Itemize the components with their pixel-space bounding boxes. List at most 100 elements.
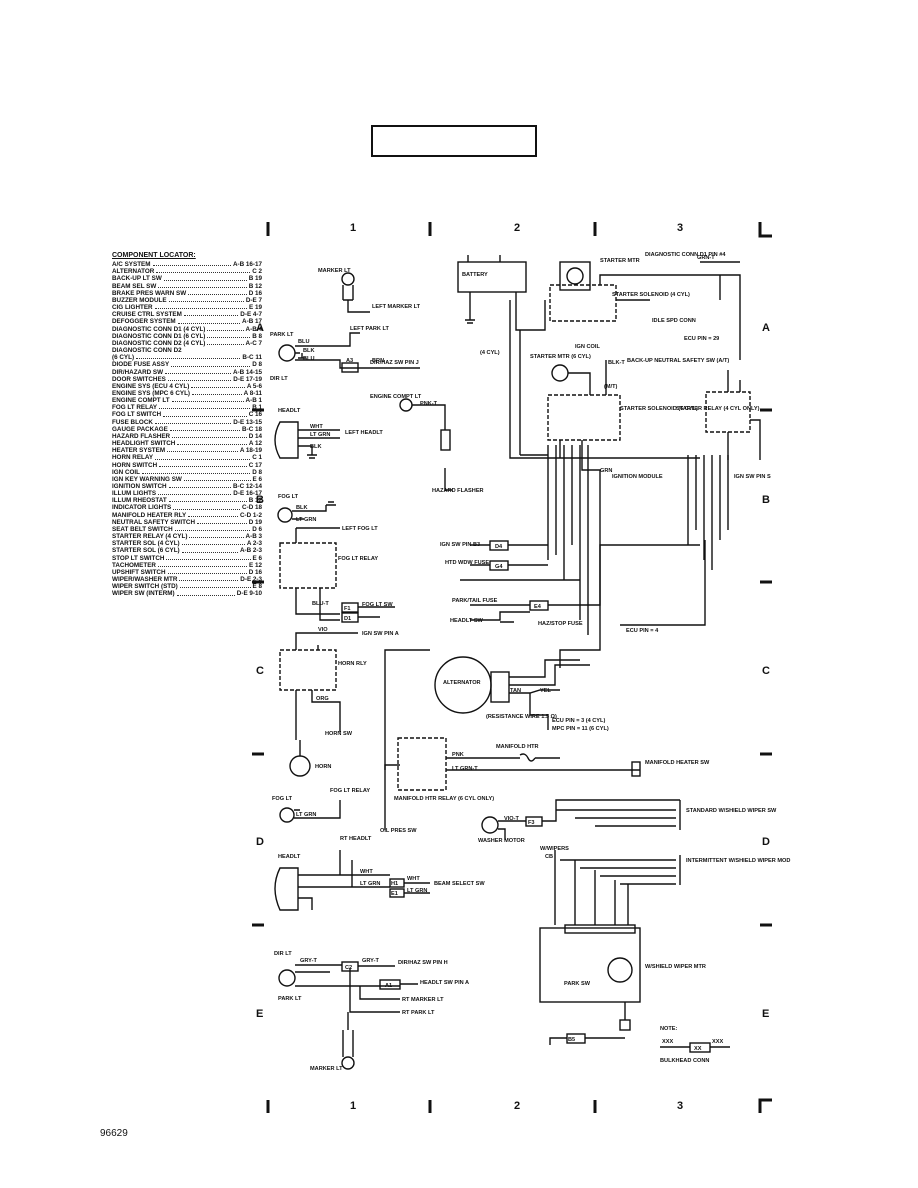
rt-marker-wires [342,1012,354,1057]
locator-item-name: INDICATOR LIGHTS [112,504,172,512]
locator-item-ref: A-B 17 [242,318,262,326]
label-lt-grn5: LT GRN [407,888,427,894]
ground-symbol [298,353,306,359]
locator-item-name: FUSE BLOCK [112,418,153,426]
locator-item-ref: A-B 3 [245,533,262,541]
alternator-plug [490,671,510,703]
label-xxx-2: XXX [712,1039,723,1045]
locator-item-ref: D-E 4-7 [240,311,262,319]
fog-lt-relay-box [279,542,337,589]
wiper-mtr-connector [564,924,636,934]
label-vio-t: VIO-T [504,816,519,822]
locator-item-name: HEATER SYSTEM [112,447,166,455]
label-ignition-module: IGNITION MODULE [612,474,663,480]
horn-symbol [289,755,311,777]
locator-item-name: STARTER RELAY (4 CYL) [112,533,188,541]
park-lt-bulb [278,344,296,362]
wiper-mtr-wires [549,850,629,1045]
label-yel: YEL [540,688,551,694]
label-marker-lt-e: MARKER LT [310,1066,343,1072]
marker-lt-wire [342,285,370,313]
row-label-b-right: B [762,494,770,506]
label-wht3: WHT [407,876,420,882]
label-dir-lt: DIR LT [270,376,288,382]
locator-item-ref: D-E 9-10 [236,590,262,598]
label-blk3: BLK [310,444,322,450]
column-label-1-bottom: 1 [350,1100,357,1112]
connector-b5 [566,1033,586,1044]
locator-item-name: ILLUM LIGHTS [112,490,157,498]
locator-item: MANIFOLD HEATER RLY C-D 1-2 [112,512,262,519]
battery-box [457,261,527,293]
connector-g4 [489,560,509,571]
column-label-1: 1 [350,222,357,234]
label-starter-solenoid-6cyl: STARTER SOLENOID (6 CYL) [620,406,698,412]
label-starter-mtr-6cyl: STARTER MTR (6 CYL) [530,354,591,360]
locator-item-ref: A 5-6 [246,382,262,390]
locator-item-name: MANIFOLD HEATER RLY [112,511,187,519]
locator-item-name: WIPER SWITCH (STD) [112,583,178,591]
locator-item-ref: D 16 [248,289,262,297]
label-connector-g4: G4 [495,564,503,570]
connector-a3 [341,362,359,373]
locator-item-name: DIAGNOSTIC CONN D2 [112,347,182,355]
label-org: ORG [316,696,329,702]
locator-item-ref: D 8 [252,468,262,476]
locator-item: DIAGNOSTIC CONN D2 [112,347,262,354]
locator-item-ref: A-C 7 [245,339,262,347]
label-rt-park-lt: RT PARK LT [402,1010,435,1016]
horn-rly-box [279,649,337,691]
locator-item-name: TACHOMETER [112,561,156,569]
manifold-htr-relay-box [397,737,447,791]
locator-item-name: DIR/HAZARD SW [112,368,164,376]
label-connector-h1: H1 [391,881,398,887]
label-haz-stop-fuse: HAZ/STOP FUSE [538,621,583,627]
label-headlt: HEADLT [278,408,301,414]
label-resistance-wire: (RESISTANCE WIRE 1.5 Ω) [486,714,557,720]
column-label-3-bottom: 3 [677,1100,684,1112]
locator-item-ref: B-C 12-14 [232,483,262,490]
locator-item-name: STOP LT SWITCH [112,554,165,562]
row-label-a-right: A [762,322,770,334]
locator-item-name: BACK-UP LT SW [112,275,162,283]
rt-marker-lt-bulb [341,1056,355,1070]
locator-item-name: IGN COIL [112,468,140,476]
label-htd-wdw-fuse: HTD WDW FUSE [445,560,489,566]
label-w-wipers: W/WIPERS [540,846,569,852]
red-main-wires [509,300,700,459]
label-manifold-htr-relay: MANIFOLD HTR RELAY (6 CYL ONLY) [394,796,494,802]
locator-item-name: IGN KEY WARNING SW [112,475,182,483]
park-tail-wires [470,604,530,623]
locator-item-name: STARTER SOL (6 CYL) [112,547,180,555]
label-pnk: PNK [452,752,464,758]
locator-item-name: DIAGNOSTIC CONN D1 (6 CYL) [112,332,206,340]
locator-item-ref: E 6 [252,475,262,483]
locator-item: DIAGNOSTIC CONN D2 (4 CYL) A-C 7 [112,340,262,347]
page-id: 96629 [100,1128,128,1139]
label-headlt-sw-pin-a: HEADLT SW PIN A [420,980,469,986]
label-note: NOTE: [660,1026,678,1032]
locator-item-ref: C-D 1-2 [239,511,262,519]
label-connector-e1: E1 [391,891,398,897]
battery-terminals [467,255,501,262]
label-grn: GRN [600,468,612,474]
beam-select-wires [404,882,430,894]
row-label-a: A [256,322,264,334]
park-lt-wires [295,332,420,369]
label-ecu-pin-4: ECU PIN = 4 [626,628,659,634]
marker-lt-bulb [341,272,355,286]
engine-compt-lt-bulb [399,398,413,412]
locator-item-name: DIAGNOSTIC CONN D2 (4 CYL) [112,339,206,347]
locator-item-name: ILLUM RHEOSTAT [112,497,167,505]
